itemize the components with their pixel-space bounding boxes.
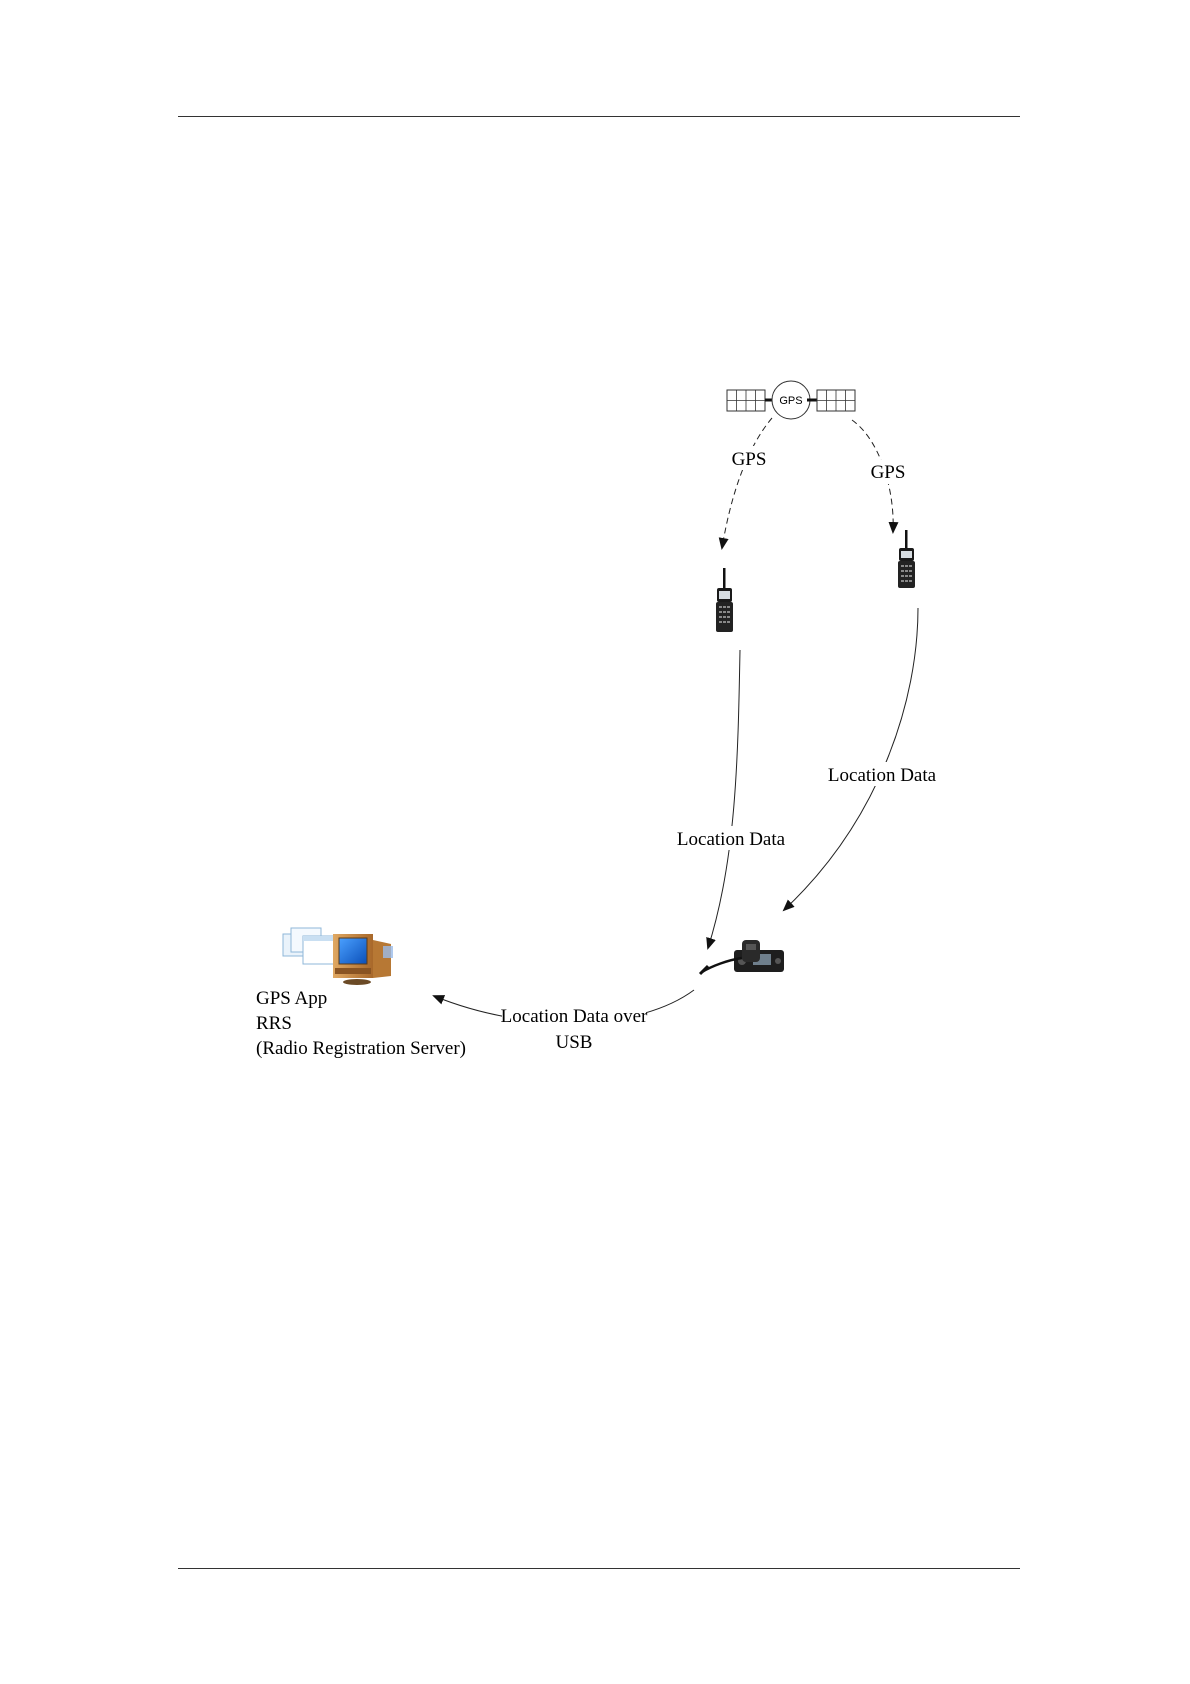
solar-panel-left	[727, 390, 765, 411]
server-label-line3: (Radio Registration Server)	[256, 1038, 466, 1059]
location-label-right: Location Data	[828, 765, 937, 786]
document-windows	[283, 928, 339, 964]
usb-label-line2: USB	[556, 1032, 593, 1053]
handheld-radio-left-icon	[716, 568, 733, 632]
usb-label-line1: Location Data over	[501, 1006, 648, 1027]
server-label-line2: RRS	[256, 1013, 292, 1034]
handheld-radio-right-icon	[898, 530, 915, 588]
computer-cabinet	[333, 934, 393, 985]
computer-server-icon	[283, 928, 393, 985]
location-arrow-right	[784, 608, 918, 910]
mobile-radio-icon	[700, 940, 784, 974]
solar-panel-right	[817, 390, 855, 411]
gps-label-right: GPS	[871, 462, 906, 483]
server-label-line1: GPS App	[256, 988, 327, 1009]
gps-label-left: GPS	[732, 449, 767, 470]
location-label-left: Location Data	[677, 829, 786, 850]
gps-arrow-left	[722, 418, 772, 548]
location-arrow-left	[708, 650, 740, 948]
satellite-icon: GPS	[727, 381, 855, 419]
satellite-label: GPS	[779, 395, 802, 407]
